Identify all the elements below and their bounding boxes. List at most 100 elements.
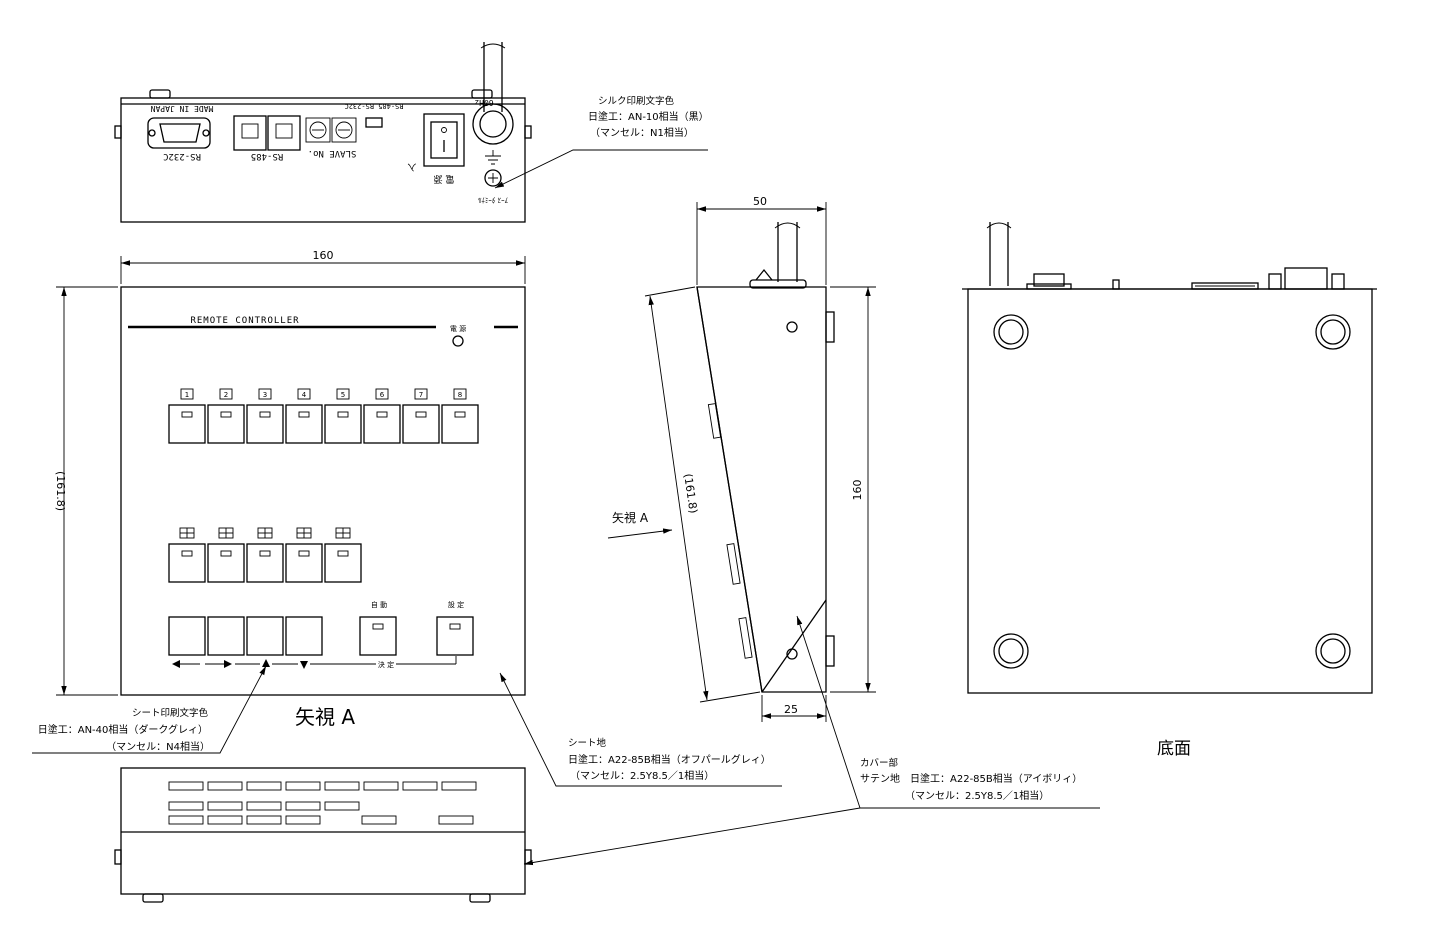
key-number-tag	[375, 388, 389, 400]
function-key-button[interactable]	[207, 543, 245, 583]
rs232c-connector-icon	[147, 117, 211, 149]
key-top-profile	[285, 801, 321, 811]
bottom-view	[962, 222, 1377, 694]
view-a-arrow: 矢視 A	[607, 510, 673, 539]
key-top-profile	[363, 781, 399, 791]
side-screw-icon	[786, 321, 798, 333]
numbered-key-button[interactable]	[285, 404, 323, 444]
key-top-profile	[441, 781, 477, 791]
key-number-label: 7	[419, 391, 423, 399]
front-title: REMOTE CONTROLLER	[190, 316, 299, 326]
numbered-key-button[interactable]	[324, 404, 362, 444]
direction-key-button[interactable]	[168, 616, 206, 656]
key-number-tag	[297, 388, 311, 400]
svg-text:160: 160	[313, 249, 334, 262]
svg-text:25: 25	[784, 703, 798, 716]
auto-label: 自 動	[371, 600, 387, 609]
key-number-label: 6	[380, 391, 385, 399]
key-led-icon	[259, 550, 271, 557]
side-slant-dimension: (161.8)	[644, 286, 761, 703]
key-top-profile	[285, 781, 321, 791]
setting-label: 設 定	[448, 600, 464, 609]
setting-key-button[interactable]	[436, 616, 474, 656]
key-top-profile	[285, 815, 321, 825]
direction-key-button[interactable]	[285, 616, 323, 656]
key-top-profile	[402, 781, 438, 791]
key-led-icon	[376, 411, 388, 418]
svg-text:（マンセル：2.5Y8.5／1相当）: （マンセル：2.5Y8.5／1相当）	[570, 769, 714, 782]
front-height-dimension: (161.8)	[54, 286, 118, 696]
function-key-button[interactable]	[246, 543, 284, 583]
key-number-label: 3	[263, 391, 267, 399]
numbered-key-button[interactable]	[441, 404, 479, 444]
key-led-icon	[298, 550, 310, 557]
key-top-profile	[168, 781, 204, 791]
svg-text:シート地: シート地	[568, 737, 607, 749]
key-row-3	[168, 616, 474, 656]
key-number-tag	[180, 388, 194, 400]
key-led-icon	[337, 550, 349, 557]
key-led-icon	[415, 411, 427, 418]
numbered-key-button[interactable]	[363, 404, 401, 444]
key-led-icon	[449, 623, 461, 630]
ground-terminal-icon	[484, 150, 502, 187]
side-screw-icon	[786, 648, 798, 660]
key-top-profile	[207, 781, 243, 791]
power-kanji-label: 電 源	[434, 173, 455, 184]
key-top-profile	[168, 815, 204, 825]
key-number-label: 4	[302, 391, 307, 399]
key-number-label: 5	[341, 391, 345, 399]
function-key-button[interactable]	[324, 543, 362, 583]
auto-key-button[interactable]	[359, 616, 397, 656]
side-bottom-dimension: 25	[761, 695, 827, 722]
svg-text:シート印刷文字色: シート印刷文字色	[132, 707, 209, 719]
hz-label: 60Hz	[474, 98, 493, 107]
rubber-foot-icon	[993, 314, 1351, 669]
side-depth-dimension: 50	[696, 195, 827, 285]
numbered-key-button[interactable]	[402, 404, 440, 444]
slave-no-label: SLAVE No.	[308, 148, 357, 158]
key-led-icon	[259, 411, 271, 418]
power-in-label: 入	[407, 161, 416, 172]
power-switch-icon	[423, 113, 465, 167]
key-number-label: 8	[458, 391, 462, 399]
svg-text:(161.8): (161.8)	[681, 473, 699, 514]
interface-switch-label: RS-485 RS-232C	[344, 102, 403, 110]
made-in-label: MADE IN JAPAN	[151, 104, 214, 113]
bottom-view-label: 底面	[1157, 739, 1191, 759]
key-led-icon	[181, 411, 193, 418]
key-led-icon	[220, 411, 232, 418]
key-number-tag	[336, 388, 350, 400]
numbered-key-button[interactable]	[168, 404, 206, 444]
decide-label: 決 定	[378, 660, 394, 669]
interface-switch-icon	[365, 117, 383, 128]
key-top-profile	[207, 801, 243, 811]
sheet-print-note: シート印刷文字色 日塗工：AN-40相当（ダークグレィ） （マンセル：N4相当）	[32, 665, 267, 754]
function-key-button[interactable]	[168, 543, 206, 583]
svg-text:日塗工：AN-40相当（ダークグレィ）: 日塗工：AN-40相当（ダークグレィ）	[38, 723, 208, 736]
key-number-tag	[414, 388, 428, 400]
key-number-tag	[258, 388, 272, 400]
key-top-profile	[246, 781, 282, 791]
svg-text:50: 50	[753, 195, 767, 208]
svg-text:(161.8): (161.8)	[54, 471, 67, 511]
direction-key-button[interactable]	[207, 616, 245, 656]
power-cord-icon	[472, 42, 514, 145]
key-top-profile	[324, 781, 360, 791]
direction-key-button[interactable]	[246, 616, 284, 656]
svg-text:シルク印刷文字色: シルク印刷文字色	[598, 95, 675, 107]
silk-print-note: シルク印刷文字色 日塗工：AN-10相当（黒） （マンセル：N1相当）	[494, 95, 709, 189]
key-top-profile	[361, 815, 397, 825]
svg-text:サテン地 日塗工：A22-85B相当（アイボリィ）: サテン地 日塗工：A22-85B相当（アイボリィ）	[860, 772, 1082, 785]
key-top-profile	[324, 801, 360, 811]
svg-text:日塗工：AN-10相当（黒）: 日塗工：AN-10相当（黒）	[588, 110, 709, 123]
numbered-key-button[interactable]	[207, 404, 245, 444]
key-row-2	[168, 527, 362, 583]
numbered-key-button[interactable]	[246, 404, 284, 444]
key-top-profile	[207, 815, 243, 825]
svg-text:（マンセル：2.5Y8.5／1相当）: （マンセル：2.5Y8.5／1相当）	[905, 789, 1049, 802]
function-key-button[interactable]	[285, 543, 323, 583]
svg-text:（マンセル：N4相当）: （マンセル：N4相当）	[106, 740, 210, 753]
